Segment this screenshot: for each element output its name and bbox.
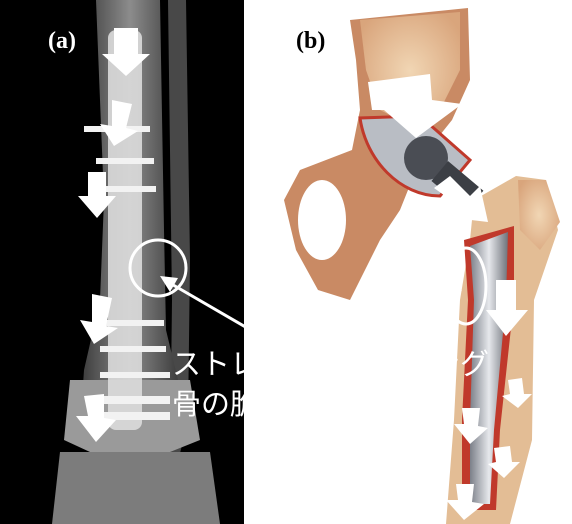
screw: [104, 320, 164, 326]
screw: [100, 372, 170, 378]
screw: [104, 396, 170, 404]
screw: [104, 412, 170, 420]
screw: [96, 158, 154, 164]
obturator-foramen: [298, 180, 346, 260]
ankle-joint: [52, 452, 220, 524]
screw: [100, 186, 156, 192]
caption-line-1: ストレスシールディング: [172, 347, 489, 381]
caption-line-2: 骨の脆弱化・骨吸収: [172, 387, 433, 421]
panel-label-a: (a): [48, 28, 76, 54]
panel-label-b: (b): [296, 28, 325, 54]
panel-a-xray: (a): [0, 0, 244, 524]
panel-b-hip-illustration: (b): [244, 0, 572, 524]
bone-plate: [108, 30, 142, 430]
screw: [100, 346, 166, 352]
